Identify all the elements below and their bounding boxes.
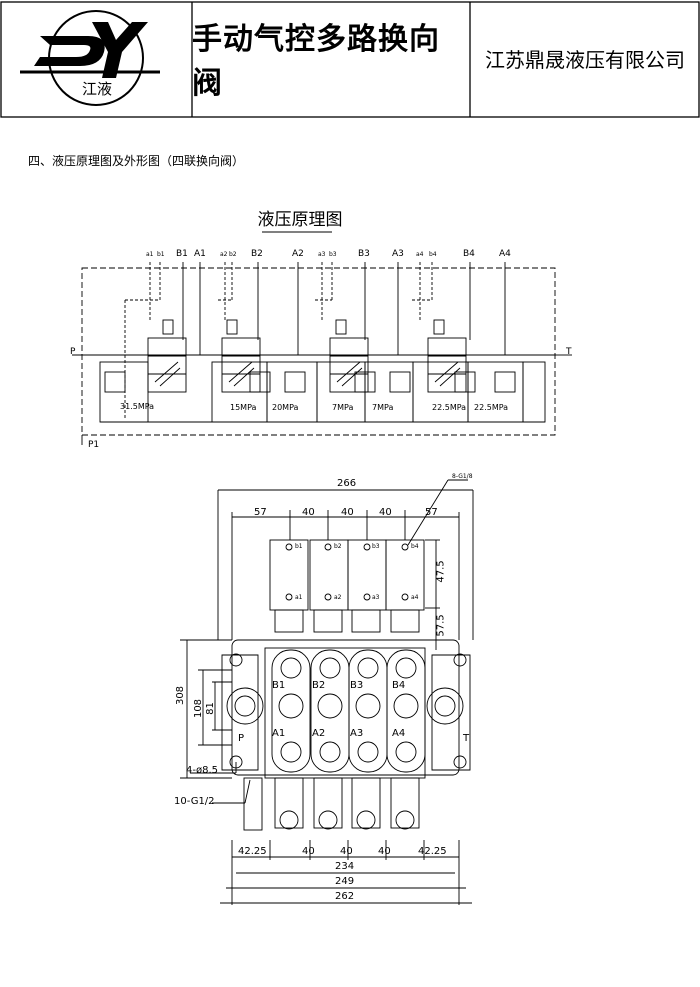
pilot-port-b: b3 — [372, 543, 380, 550]
logo-text: 江液 — [81, 80, 112, 98]
body-port-a: A2 — [312, 728, 326, 739]
top-spacing: 40 — [302, 507, 315, 518]
pilot-label: a1 — [146, 251, 154, 258]
relief-setting: 7MPa — [372, 403, 394, 412]
bottom-spacing: 42.25 — [238, 846, 267, 857]
schematic-title: 液压原理图 — [257, 210, 343, 230]
top-spacing: 40 — [379, 507, 392, 518]
bottom-spacing: 40 — [378, 846, 391, 857]
relief-setting: 22.5MPa — [432, 403, 467, 412]
pilot-label: a2 — [220, 251, 228, 258]
work-port-label: A3 — [392, 249, 404, 259]
pilot-label: b2 — [229, 251, 237, 258]
pilot-port-b: b2 — [334, 543, 342, 550]
height-108: 108 — [193, 698, 205, 719]
width-249: 249 — [335, 876, 355, 887]
outline-tank-port: T — [463, 733, 470, 744]
company-name: 江苏鼎晟液压有限公司 — [485, 47, 685, 72]
pilot-label: b4 — [429, 251, 437, 258]
body-port-a: A4 — [392, 728, 406, 739]
work-port-label: B2 — [251, 249, 263, 259]
pilot-label: a3 — [318, 251, 326, 258]
pilot-label: b3 — [329, 251, 337, 258]
overall-height: 308 — [175, 685, 187, 706]
bottom-spacing: 40 — [302, 846, 315, 857]
pilot-port-a: a3 — [372, 594, 380, 601]
relief-setting: 7MPa — [332, 403, 354, 412]
pilot-supply-label: P1 — [88, 440, 100, 450]
bottom-spacing: 42.25 — [418, 846, 447, 857]
pilot-port-a: a1 — [295, 594, 303, 601]
section-heading: 四、液压原理图及外形图（四联换向阀） — [28, 154, 245, 168]
width-234: 234 — [335, 861, 355, 872]
work-port-label: B1 — [176, 249, 188, 259]
body-port-b: B4 — [392, 680, 406, 691]
relief-setting: 31.5MPa — [120, 402, 155, 411]
mount-holes-note: 4-ø8.5 — [186, 765, 218, 776]
pressure-port-label: P — [70, 347, 76, 357]
relief-setting: 15MPa — [230, 403, 257, 412]
top-spacing: 40 — [341, 507, 354, 518]
overall-width-top: 266 — [337, 478, 357, 489]
body-port-b: B1 — [272, 680, 286, 691]
body-port-a: A1 — [272, 728, 286, 739]
body-port-b: B3 — [350, 680, 364, 691]
pilot-port-b: b1 — [295, 543, 303, 550]
work-port-label: B4 — [463, 249, 475, 259]
pilot-port-b: b4 — [411, 543, 419, 550]
pilot-port-a: a4 — [411, 594, 419, 601]
top-spacing: 57 — [425, 507, 438, 518]
top-spacing: 57 — [254, 507, 267, 518]
height-81: 81 — [204, 702, 216, 715]
logo-emblem — [20, 10, 160, 106]
outline-pressure-port: P — [238, 733, 245, 744]
relief-setting: 20MPa — [272, 403, 299, 412]
work-port-label: A1 — [194, 249, 206, 259]
body-port-b: B2 — [312, 680, 326, 691]
height-dim: 57.5 — [435, 614, 447, 637]
bottom-spacing: 40 — [340, 846, 353, 857]
pilot-label: b1 — [157, 251, 165, 258]
pilot-port-a: a2 — [334, 594, 342, 601]
work-port-label: A2 — [292, 249, 304, 259]
work-port-label: B3 — [358, 249, 370, 259]
port-thread-note: 10-G1/2 — [174, 796, 215, 807]
pilot-label: a4 — [416, 251, 424, 258]
pilot-port-note: 8-G1/8 — [452, 473, 473, 480]
width-262: 262 — [335, 891, 355, 902]
relief-setting: 22.5MPa — [474, 403, 509, 412]
work-port-label: A4 — [499, 249, 511, 259]
tank-port-label: T — [566, 347, 572, 357]
height-dim: 47.5 — [435, 560, 447, 583]
body-port-a: A3 — [350, 728, 364, 739]
product-title: 手动气控多路换向阀 — [192, 22, 440, 101]
